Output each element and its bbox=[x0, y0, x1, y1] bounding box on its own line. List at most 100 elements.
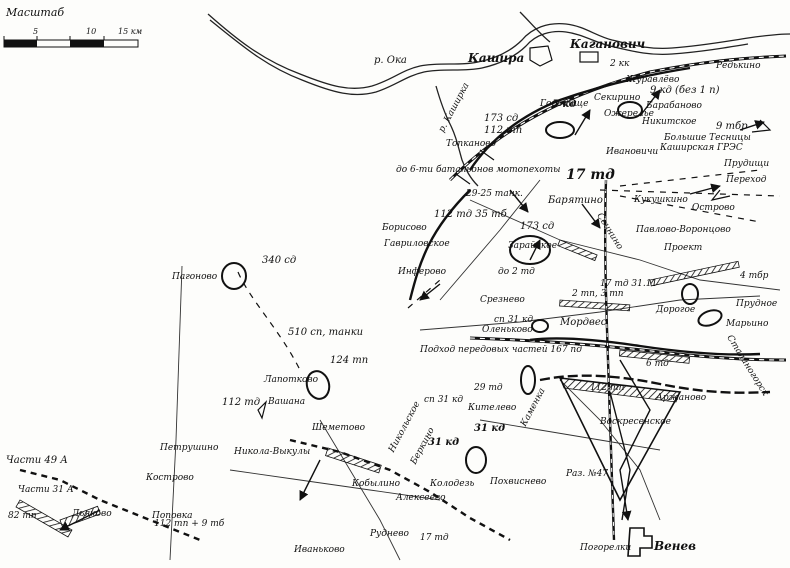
town-kaganovich: Каганович bbox=[570, 37, 646, 51]
town-kashira: Кашира bbox=[468, 51, 525, 65]
town-inferovo: Инферово bbox=[398, 267, 446, 277]
town-ivanovichi: Ивановичи bbox=[606, 147, 659, 157]
unit-5kd: 5 кд bbox=[552, 99, 577, 110]
unit-6td: 6 тд bbox=[646, 359, 669, 369]
unit-positions bbox=[221, 101, 723, 474]
unit-124tp: 124 тп bbox=[330, 355, 369, 366]
town-pohvisnevo: Похвиснево bbox=[490, 477, 547, 487]
scale-tick-10: 10 bbox=[86, 27, 97, 36]
unit-17td-3: 17 тд 31.11 bbox=[600, 279, 658, 289]
town-kukushkino: Кукушкино bbox=[634, 195, 688, 205]
unit-4tbr: 4 тбр bbox=[740, 271, 769, 281]
front-line bbox=[19, 66, 771, 542]
scale-title: Масштаб bbox=[6, 6, 65, 19]
unit-510sp: 510 сп, танки bbox=[288, 327, 364, 338]
unit-kashira-gres: Каширская ГРЭС bbox=[660, 143, 743, 153]
small-marks bbox=[257, 119, 772, 420]
unit-82tp: 82 тп bbox=[8, 511, 37, 521]
unit-chasti-31a: Части 31 А bbox=[18, 485, 74, 495]
town-gorodishche: Городище bbox=[540, 99, 589, 109]
town-topkanovo: Топканово bbox=[446, 139, 496, 149]
town-kitelevo: Кителево bbox=[468, 403, 517, 413]
town-prudishchi: Прудищи bbox=[724, 159, 770, 169]
unit-9tbr: 9 тбр bbox=[716, 121, 748, 132]
unit-173sd-2: 173 сд bbox=[520, 221, 555, 232]
unit-112tp-9tb: 112 тп + 9 тб bbox=[154, 519, 225, 529]
unit-29-25-tank: 29-25 танк. bbox=[466, 189, 523, 199]
kaganovich-box bbox=[579, 51, 599, 63]
town-zaraiskoe: Зарайское bbox=[508, 241, 558, 251]
town-voskresenskoe: Воскресенское bbox=[600, 417, 671, 427]
label-proekt: Проект bbox=[664, 243, 703, 253]
town-sekirino: Секирино bbox=[594, 93, 641, 103]
oka-river bbox=[207, 11, 790, 187]
town-ozherele: Ожерелье bbox=[604, 109, 654, 119]
town-redkino: Редькино bbox=[716, 61, 761, 71]
unit-112td-35tb: 112 тд 35 тб bbox=[434, 209, 507, 220]
unit-340sd: 340 сд bbox=[262, 255, 297, 266]
label-perekhod: Переход bbox=[726, 175, 767, 185]
town-olenkovo: Оленьково bbox=[482, 325, 533, 335]
unit-17td-2: 17 тд bbox=[420, 533, 449, 543]
scale-bar bbox=[3, 36, 139, 48]
unit-112td: 112 тд bbox=[222, 397, 261, 408]
unit-do-6-batalonov: до 6-ти батальонов мотопехоты bbox=[396, 165, 561, 175]
town-bolshie-tesnitsy: Большие Тесницы bbox=[664, 133, 751, 143]
unit-2tp-3tp: 2 тп, 3 тп bbox=[572, 289, 624, 299]
town-pavlovo-vorontsovo: Павлово-Воронцово bbox=[636, 225, 731, 235]
roads bbox=[169, 179, 781, 561]
dashed-lines bbox=[237, 169, 781, 371]
town-vashana: Вашана bbox=[268, 397, 306, 407]
kashira-town bbox=[529, 45, 553, 67]
town-zhuravlevo: Журавлёво bbox=[626, 75, 680, 85]
unit-112tp: 112 тп bbox=[484, 125, 523, 136]
unit-112tp-2: 112 тп bbox=[590, 383, 625, 393]
town-prudnoe: Прудное bbox=[736, 299, 778, 309]
unit-31kd: 31 кд bbox=[428, 437, 460, 448]
unit-sp-31kd: сп 31 кд bbox=[494, 315, 534, 325]
town-rudnevo: Руднево bbox=[370, 529, 409, 539]
unit-31kd-2: 31 кд bbox=[474, 423, 506, 434]
unit-9kd: 9 кд (без 1 п) bbox=[650, 85, 720, 96]
town-nikola-vykuly: Никола-Выкулы bbox=[234, 447, 311, 457]
defense-lines bbox=[15, 239, 740, 538]
unit-sp-31kd-2: сп 31 кд bbox=[424, 395, 464, 405]
town-venev: Венев bbox=[654, 539, 697, 553]
town-dorogoe: Дорогое bbox=[656, 305, 696, 315]
venev-town bbox=[627, 527, 653, 557]
town-kobylino: Кобылино bbox=[352, 479, 401, 489]
town-shemetovo: Шеметово bbox=[312, 423, 365, 433]
town-lapotkovo: Лапотково bbox=[264, 375, 319, 385]
town-gavrilovskoe: Гавриловское bbox=[384, 239, 450, 249]
scale-tick-5: 5 bbox=[33, 27, 39, 36]
town-baryatino: Барятино bbox=[548, 195, 603, 206]
town-ostrovo: Острово bbox=[692, 203, 735, 213]
town-pagonovo: Пагоново bbox=[172, 272, 218, 282]
unit-chasti-49a: Части 49 А bbox=[6, 455, 68, 466]
unit-2kk: 2 кк bbox=[610, 59, 630, 69]
town-sreznevo: Срезнево bbox=[480, 295, 525, 305]
town-maryino: Марьино bbox=[726, 319, 769, 329]
town-arzhanovo: Аржаново bbox=[656, 393, 707, 403]
town-dyakovo: Дьяково bbox=[72, 509, 112, 519]
unit-17td: 17 тд bbox=[566, 167, 615, 183]
unit-podkhod-167pd: Подход передовых частей 167 пд bbox=[420, 345, 582, 355]
town-raz47: Раз. №47 bbox=[566, 469, 609, 479]
town-mordves: Мордвес bbox=[560, 317, 607, 328]
town-pogorelki: Погорелки bbox=[580, 543, 632, 553]
scale-tick-15: 15 км bbox=[118, 27, 143, 36]
town-petrushino: Петрушино bbox=[160, 443, 219, 453]
oka-river-label: р. Ока bbox=[374, 55, 407, 66]
unit-do-2-td: до 2 тд bbox=[498, 267, 535, 277]
town-kostrovo: Кострово bbox=[146, 473, 194, 483]
unit-173sd: 173 сд bbox=[484, 113, 519, 124]
town-nikitskoe: Никитское bbox=[642, 117, 697, 127]
unit-29td: 29 тд bbox=[474, 383, 503, 393]
town-barabanovo: Барабаново bbox=[646, 101, 702, 111]
town-ivankovo: Иваньково bbox=[294, 545, 345, 555]
town-borisovo: Борисово bbox=[382, 223, 427, 233]
town-popovka: Поповка bbox=[152, 511, 193, 521]
town-kolodez: Колодезь bbox=[430, 479, 475, 489]
